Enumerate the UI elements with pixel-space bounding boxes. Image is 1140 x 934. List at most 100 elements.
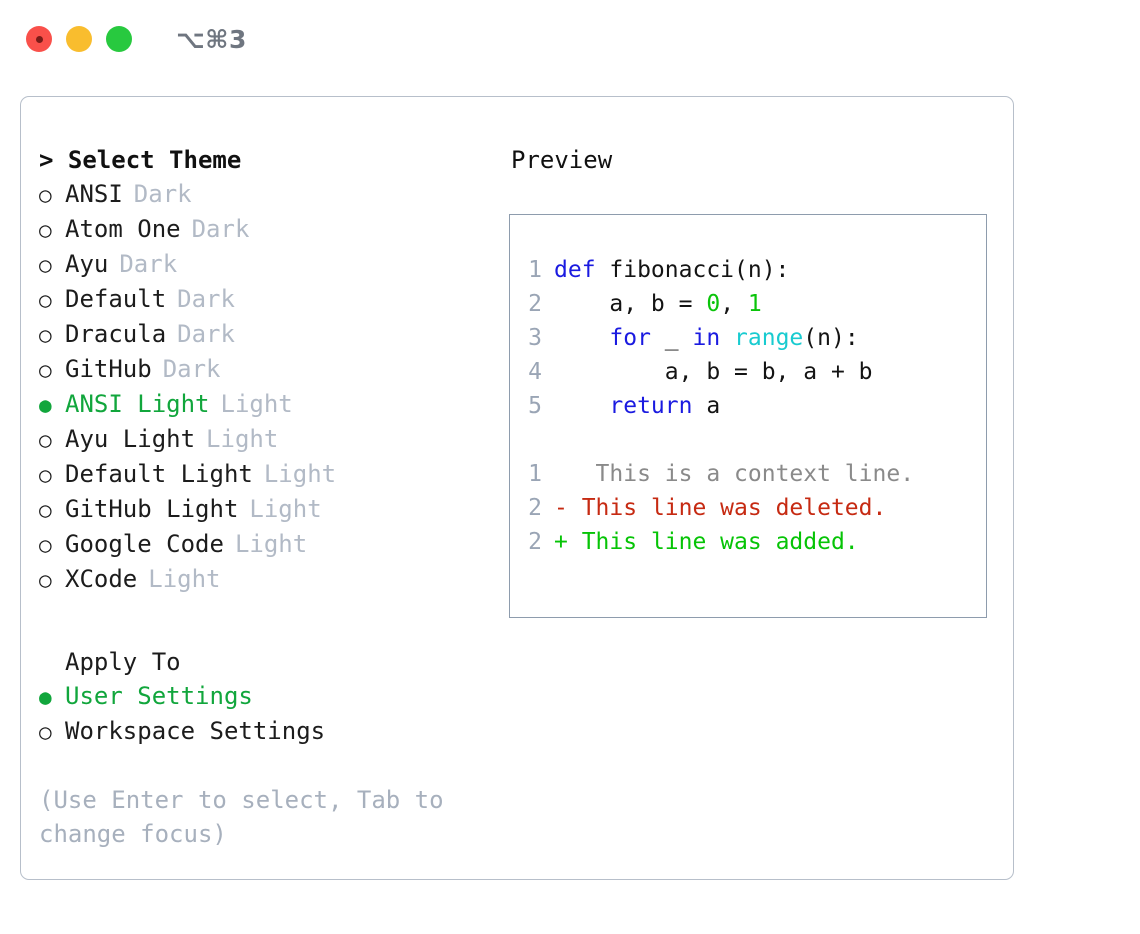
code-line-number: 1 [528, 257, 542, 283]
code-token-pl: _ [650, 325, 693, 351]
preview-title: Preview [511, 146, 613, 174]
radio-unselected-icon: ○ [39, 428, 52, 452]
diff-marker [554, 461, 568, 487]
code-line-text: def fibonacci(n): [554, 253, 789, 287]
radio-unselected-icon: ○ [39, 253, 52, 277]
diff-line-text: - This line was deleted. [554, 491, 886, 525]
diff-line-content: This line was deleted. [567, 495, 887, 521]
code-line: 5 return a [510, 389, 986, 423]
theme-category-label: Dark [133, 180, 192, 208]
diff-line: 1 This is a context line. [510, 457, 986, 491]
theme-option[interactable]: ○ XCode Light [39, 562, 509, 597]
theme-option[interactable]: ○ Ayu Dark [39, 247, 509, 282]
code-line-text: a, b = b, a + b [554, 355, 873, 389]
code-token-num: 0 [706, 291, 721, 317]
apply-to-option[interactable]: ○Workspace Settings [39, 714, 509, 749]
theme-category-label: Dark [177, 285, 235, 313]
section-spacer [39, 597, 509, 645]
radio-unselected-icon: ○ [39, 720, 52, 744]
code-token-pl: a, b = [554, 291, 707, 317]
keyboard-shortcut-label: ⌥⌘3 [176, 24, 247, 54]
code-token-pl: (n): [803, 325, 859, 351]
code-line-text: a, b = 0, 1 [554, 287, 761, 321]
code-line: 2 a, b = 0, 1 [510, 287, 986, 321]
apply-to-option[interactable]: ●User Settings [39, 679, 509, 714]
code-token-pl [720, 325, 734, 351]
diff-line: 2- This line was deleted. [510, 491, 986, 525]
diff-line-text: This is a context line. [554, 457, 915, 491]
radio-unselected-icon: ○ [39, 498, 52, 522]
page-title: > Select Theme [39, 146, 242, 174]
theme-name-label: Ayu [65, 250, 109, 278]
theme-name-label: XCode [65, 565, 138, 593]
radio-unselected-icon: ○ [39, 323, 52, 347]
theme-category-label: Light [206, 425, 279, 453]
theme-option[interactable]: ○ Dracula Dark [39, 317, 509, 352]
theme-name-label: Dracula [65, 320, 167, 348]
theme-name-label: ANSI [65, 180, 123, 208]
theme-category-label: Dark [162, 355, 221, 383]
code-token-pl: a, b = b, a + b [554, 359, 873, 385]
code-token-pl [554, 325, 609, 351]
theme-name-label: Default [65, 285, 167, 313]
theme-category-label: Dark [177, 320, 235, 348]
window-controls [26, 26, 132, 52]
radio-unselected-icon: ○ [39, 568, 52, 592]
diff-marker: - [554, 495, 568, 521]
diff-sample: 1 This is a context line.2- This line wa… [510, 457, 986, 559]
code-token-pl [554, 393, 609, 419]
code-diff-separator [510, 423, 986, 457]
radio-unselected-icon: ○ [39, 288, 52, 312]
radio-selected-icon: ● [39, 685, 52, 709]
theme-category-label: Dark [119, 250, 178, 278]
diff-line-number: 2 [528, 495, 542, 521]
radio-unselected-icon: ○ [39, 218, 52, 242]
code-token-kw: in [692, 325, 721, 351]
code-token-kw: for [609, 325, 651, 351]
theme-category-label: Light [234, 530, 308, 558]
diff-line-number: 1 [528, 461, 542, 487]
diff-marker: + [554, 529, 568, 555]
code-token-pl: a [692, 393, 721, 419]
diff-line-number: 2 [528, 529, 542, 555]
code-token-kw: return [609, 393, 693, 419]
theme-category-label: Light [148, 565, 221, 593]
code-line: 4 a, b = b, a + b [510, 355, 986, 389]
close-button[interactable] [26, 26, 52, 52]
code-line-text: return a [554, 389, 720, 423]
radio-unselected-icon: ○ [39, 183, 52, 207]
theme-category-label: Light [220, 390, 293, 418]
theme-name-label: GitHub Light [65, 495, 239, 523]
code-token-kw: def [554, 257, 610, 283]
maximize-button[interactable] [106, 26, 132, 52]
code-line: 1 def fibonacci(n): [510, 253, 986, 287]
diff-line-text: + This line was added. [554, 525, 859, 559]
code-line-text: for _ in range(n): [554, 321, 859, 355]
apply-to-option-list[interactable]: ●User Settings○Workspace Settings [39, 679, 509, 749]
minimize-button[interactable] [66, 26, 92, 52]
theme-name-label: ANSI Light [65, 390, 210, 418]
code-line-number: 3 [528, 325, 542, 351]
code-token-pl: fibonacci(n): [609, 257, 790, 283]
theme-category-label: Light [263, 460, 337, 488]
keyboard-hint-text: (Use Enter to select, Tab to change focu… [39, 786, 459, 848]
theme-option[interactable]: ○ ANSI Dark [39, 177, 509, 212]
theme-option[interactable]: ○ Default Dark [39, 282, 509, 317]
theme-name-label: Google Code [65, 530, 224, 558]
theme-name-label: Default Light [65, 460, 253, 488]
theme-name-label: GitHub [65, 355, 152, 383]
window-titlebar: ⌥⌘3 [0, 0, 1140, 78]
diff-line-content: This is a context line. [567, 461, 915, 487]
